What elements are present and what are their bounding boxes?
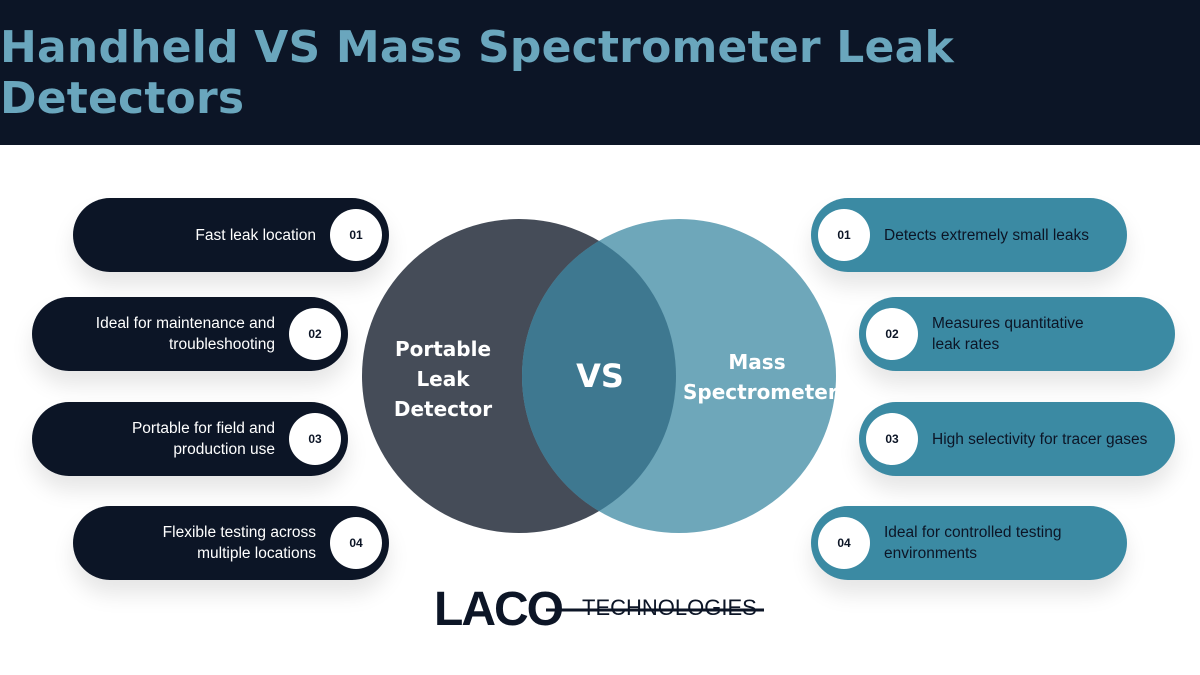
handheld-item-4: Flexible testing across multiple locatio…: [73, 506, 389, 580]
handheld-item-text: Flexible testing across multiple locatio…: [162, 524, 316, 562]
header-banner: Handheld VS Mass Spectrometer Leak Detec…: [0, 0, 1200, 145]
number-badge: 03: [866, 413, 918, 465]
mass-spec-item-2: 02 Measures quantitative leak rates: [859, 297, 1175, 371]
handheld-item-text: Ideal for maintenance and troubleshootin…: [95, 315, 275, 353]
number-badge: 02: [289, 308, 341, 360]
handheld-item-text: Portable for field and production use: [131, 420, 275, 458]
page-title: Handheld VS Mass Spectrometer Leak Detec…: [0, 21, 954, 124]
number-badge: 04: [818, 517, 870, 569]
handheld-item-text: Fast leak location: [195, 226, 316, 244]
number-badge: 04: [330, 517, 382, 569]
mass-spec-item-3: 03 High selectivity for tracer gases: [859, 402, 1175, 476]
number-badge: 02: [866, 308, 918, 360]
mass-spec-item-text: Ideal for controlled testing environment…: [884, 524, 1062, 562]
venn-label-portable: Portable Leak Detector: [393, 337, 493, 421]
venn-label-mass-spectrometer: Mass Spectrometer: [683, 350, 838, 404]
logo-suffix: TECHNOLOGIES: [582, 595, 757, 620]
mass-spec-item-1: 01 Detects extremely small leaks: [811, 198, 1127, 272]
mass-spec-item-text: Detects extremely small leaks: [884, 226, 1090, 244]
venn-overlap: [522, 219, 676, 533]
handheld-item-3: Portable for field and production use 03: [32, 402, 348, 476]
venn-label-vs: VS: [576, 357, 624, 395]
handheld-item-1: Fast leak location 01: [73, 198, 389, 272]
number-badge: 01: [818, 209, 870, 261]
venn-diagram: [362, 219, 836, 533]
laco-technologies-logo: LACO TECHNOLOGIES: [434, 583, 764, 633]
logo-brand: LACO: [434, 583, 563, 633]
number-badge: 01: [330, 209, 382, 261]
mass-spec-item-text: Measures quantitative leak rates: [932, 315, 1084, 353]
handheld-item-2: Ideal for maintenance and troubleshootin…: [32, 297, 348, 371]
mass-spec-item-text: High selectivity for tracer gases: [932, 430, 1148, 448]
mass-spec-item-4: 04 Ideal for controlled testing environm…: [811, 506, 1127, 580]
number-badge: 03: [289, 413, 341, 465]
